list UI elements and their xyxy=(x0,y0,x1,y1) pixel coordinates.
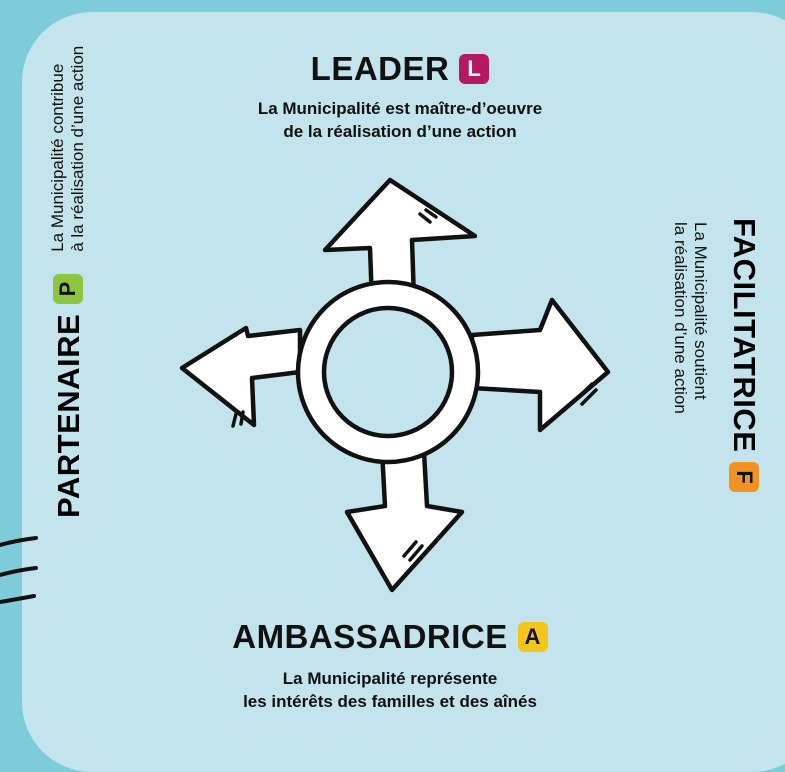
facilitatrice-description: La Municipalité soutient la réalisation … xyxy=(670,222,710,414)
leader-section: LEADER L La Municipalité est maître-d’oe… xyxy=(180,52,620,143)
partenaire-line-1: La Municipalité contribue xyxy=(48,63,67,252)
leader-line-1: La Municipalité est maître-d’oeuvre xyxy=(257,99,543,118)
partenaire-section: PARTENAIRE P La Municipalité contribue à… xyxy=(48,46,88,518)
facilitatrice-badge: F xyxy=(729,462,760,493)
leader-badge: L xyxy=(459,53,490,84)
leader-title: LEADER L xyxy=(311,52,490,85)
ambassadrice-section: AMBASSADRICE A La Municipalité représent… xyxy=(170,620,610,713)
decorative-lines xyxy=(0,536,38,604)
ambassadrice-description: La Municipalité représente les intérêts … xyxy=(170,667,610,713)
partenaire-line-2: à la réalisation d’une action xyxy=(68,45,87,252)
leader-line-2: de la réalisation d’une action xyxy=(283,122,517,141)
facilitatrice-section: FACILITATRICE F xyxy=(727,218,762,493)
facilitatrice-line-2: la réalisation d’une action xyxy=(671,222,690,414)
leader-description: La Municipalité est maître-d’oeuvre de l… xyxy=(180,97,620,143)
facilitatrice-title-text: FACILITATRICE xyxy=(727,218,762,453)
facilitatrice-line-1: La Municipalité soutient xyxy=(691,222,710,400)
ambassadrice-line-2: les intérêts des familles et des aînés xyxy=(243,692,537,711)
facilitatrice-title: FACILITATRICE F xyxy=(727,218,762,493)
partenaire-badge: P xyxy=(53,273,83,304)
partenaire-title-text: PARTENAIRE xyxy=(50,313,86,518)
leader-title-text: LEADER xyxy=(310,50,450,87)
circle-icon xyxy=(321,305,455,439)
partenaire-description: La Municipalité contribue à la réalisati… xyxy=(48,46,88,252)
ambassadrice-line-1: La Municipalité représente xyxy=(282,669,498,688)
ambassadrice-badge: A xyxy=(517,621,548,652)
four-way-arrow-icon xyxy=(179,177,611,593)
ambassadrice-title: AMBASSADRICE A xyxy=(232,620,548,653)
ambassadrice-title-text: AMBASSADRICE xyxy=(232,618,508,655)
partenaire-title: PARTENAIRE P xyxy=(50,273,86,518)
